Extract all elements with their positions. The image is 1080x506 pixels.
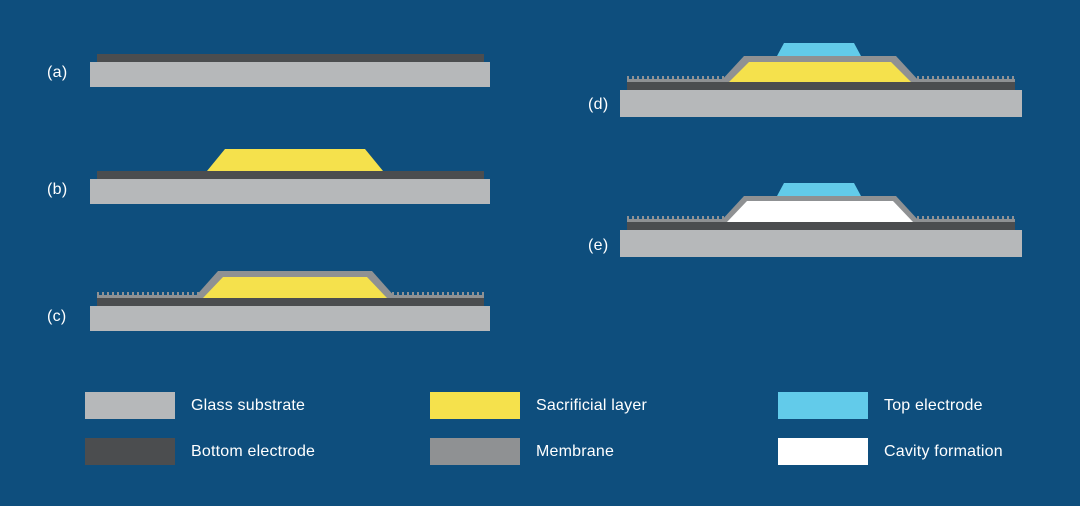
glass-substrate-swatch bbox=[85, 392, 175, 419]
panel-d-sacrificial-layer bbox=[729, 62, 911, 82]
membrane-swatch bbox=[430, 438, 520, 465]
panel-e-label: (e) bbox=[588, 237, 609, 254]
panel-b-glass-substrate-layer bbox=[90, 179, 490, 204]
panel-a-bottom-electrode-layer bbox=[97, 54, 484, 62]
panel-c-label: (c) bbox=[47, 308, 67, 325]
legend-label-sacrificial-layer: Sacrificial layer bbox=[536, 396, 647, 414]
panel-e-bottom-electrode-layer bbox=[627, 222, 1015, 230]
panel-b-sacrificial-layer bbox=[207, 149, 383, 171]
legend-label-glass-substrate: Glass substrate bbox=[191, 396, 306, 414]
panel-c-glass-substrate-layer bbox=[90, 306, 490, 331]
legend-label-membrane: Membrane bbox=[536, 442, 615, 460]
legend-label-cavity-formation: Cavity formation bbox=[884, 442, 1003, 460]
panel-a-glass-substrate-layer bbox=[90, 62, 490, 87]
panel-c-bottom-electrode-layer bbox=[97, 298, 484, 306]
bottom-electrode-swatch bbox=[85, 438, 175, 465]
legend-item-glass-substrate: Glass substrate bbox=[85, 392, 305, 419]
panel-d-label: (d) bbox=[588, 96, 609, 113]
legend-label-top-electrode: Top electrode bbox=[884, 396, 983, 414]
panel-c-sacrificial-layer bbox=[203, 277, 387, 298]
panel-e-cavity-layer bbox=[727, 201, 913, 222]
legend-item-bottom-electrode: Bottom electrode bbox=[85, 438, 315, 465]
panel-e-top-electrode-layer bbox=[777, 183, 861, 196]
panel-d-bottom-electrode-layer bbox=[627, 82, 1015, 90]
panel-a-label: (a) bbox=[47, 64, 68, 81]
legend-item-sacrificial-layer: Sacrificial layer bbox=[430, 392, 647, 419]
panel-d-glass-substrate-layer bbox=[620, 90, 1022, 117]
panel-d-top-electrode-layer bbox=[777, 43, 861, 56]
legend-item-membrane: Membrane bbox=[430, 438, 614, 465]
sacrificial-layer-swatch bbox=[430, 392, 520, 419]
legend-item-top-electrode: Top electrode bbox=[778, 392, 983, 419]
legend-item-cavity-formation: Cavity formation bbox=[778, 438, 1003, 465]
cavity-formation-swatch bbox=[778, 438, 868, 465]
panel-b-bottom-electrode-layer bbox=[97, 171, 484, 179]
panel-e-glass-substrate-layer bbox=[620, 230, 1022, 257]
legend-label-bottom-electrode: Bottom electrode bbox=[191, 442, 316, 460]
panel-b-label: (b) bbox=[47, 181, 68, 198]
top-electrode-swatch bbox=[778, 392, 868, 419]
